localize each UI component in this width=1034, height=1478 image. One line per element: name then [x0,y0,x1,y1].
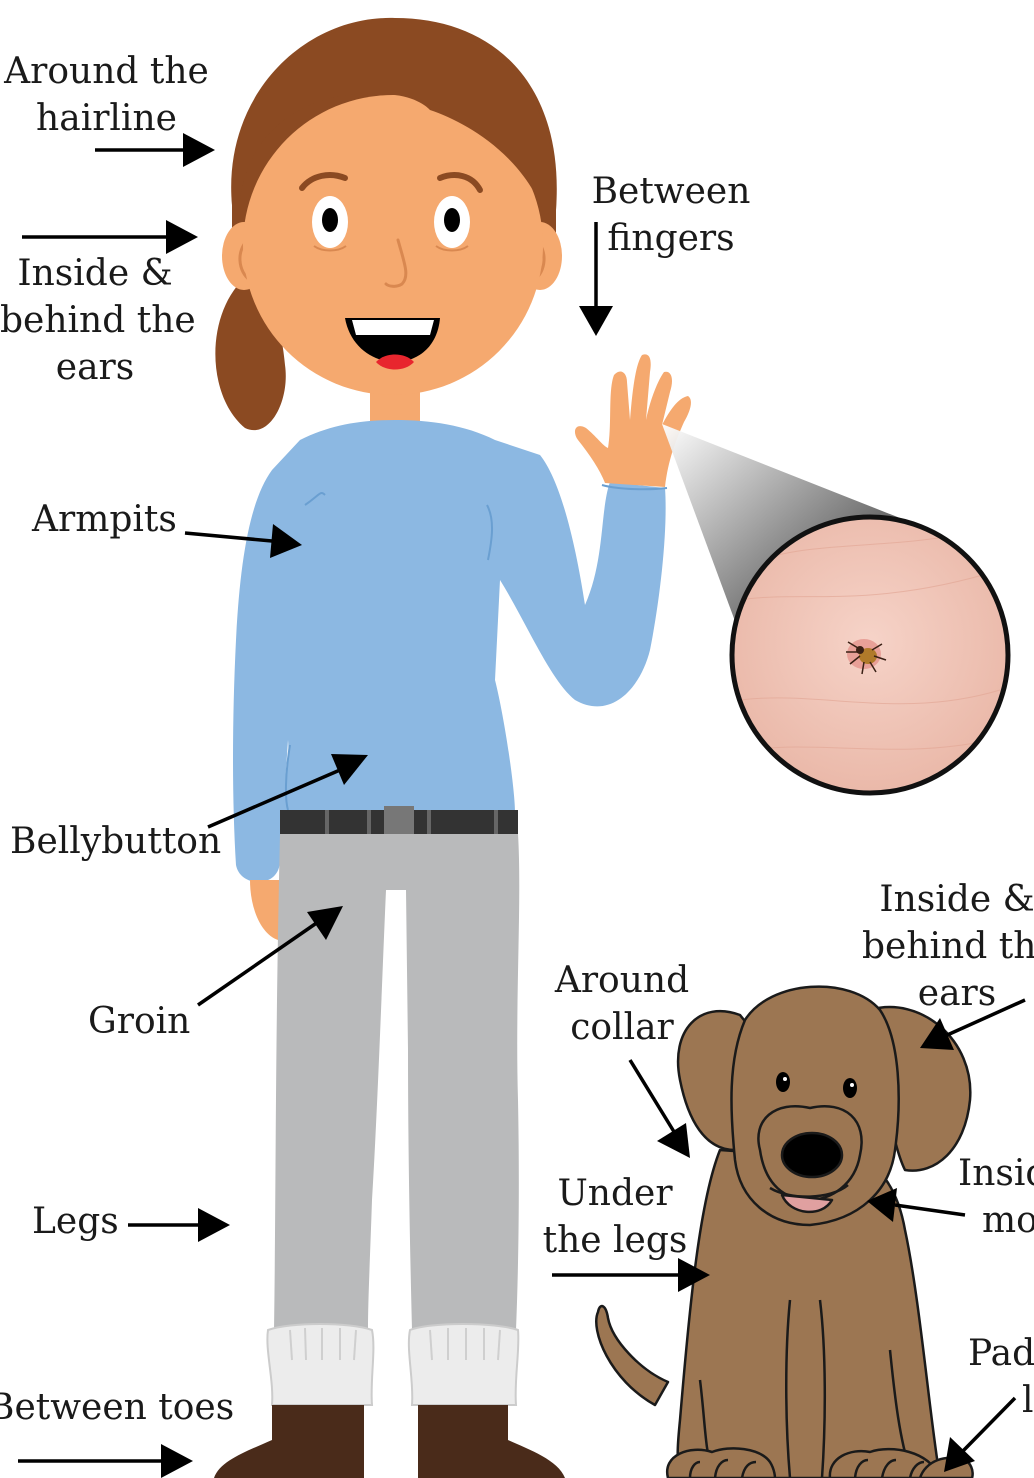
label-armpits: Armpits [32,496,177,543]
label-legs: Legs [32,1198,119,1245]
label-line: the legs [540,1217,690,1264]
label-line: Between [590,168,752,215]
pants [274,834,519,1330]
waving-hand [575,354,691,487]
label-hairline: Around the hairline [0,48,213,142]
label-fingers: Between fingers [590,168,752,262]
label-dog-ears: Inside & behind the ears [862,876,1034,1017]
label-pads: Pads l [968,1330,1034,1424]
label-line: collar [548,1004,696,1051]
tick-magnifier [662,424,1008,793]
left-hand [250,880,282,940]
label-collar: Around collar [548,957,696,1051]
label-line: hairline [0,95,213,142]
dog-nose [782,1133,842,1177]
arrow-person-ears [22,220,198,254]
label-line: Insid [958,1150,1034,1197]
label-groin: Groin [88,998,190,1045]
label-line: fingers [590,215,752,262]
label-line: ears [862,970,1034,1017]
label-line: behind the [862,923,1034,970]
label-bellybutton: Bellybutton [10,818,221,865]
label-line: Under [540,1170,690,1217]
left-sock [267,1324,373,1405]
left-boot [214,1405,364,1478]
label-line: l [968,1377,1034,1424]
right-boot [418,1405,565,1478]
label-line: Inside & [0,250,190,297]
label-line: Inside & [862,876,1034,923]
label-line: behind the [0,297,190,344]
label-mouth: Insid mo [958,1150,1034,1244]
right-sock [409,1324,519,1405]
arrow-toes [18,1444,193,1478]
label-dog-legs: Under the legs [540,1170,690,1264]
label-line: mo [958,1197,1034,1244]
label-line: Around [548,957,696,1004]
arrow-legs [128,1208,230,1242]
label-line: Pads [968,1330,1034,1377]
label-line: ears [0,344,190,391]
label-toes: Between toes [0,1384,234,1431]
dog-tail [596,1306,668,1405]
label-line: Around the [0,48,213,95]
label-person-ears: Inside & behind the ears [0,250,190,391]
